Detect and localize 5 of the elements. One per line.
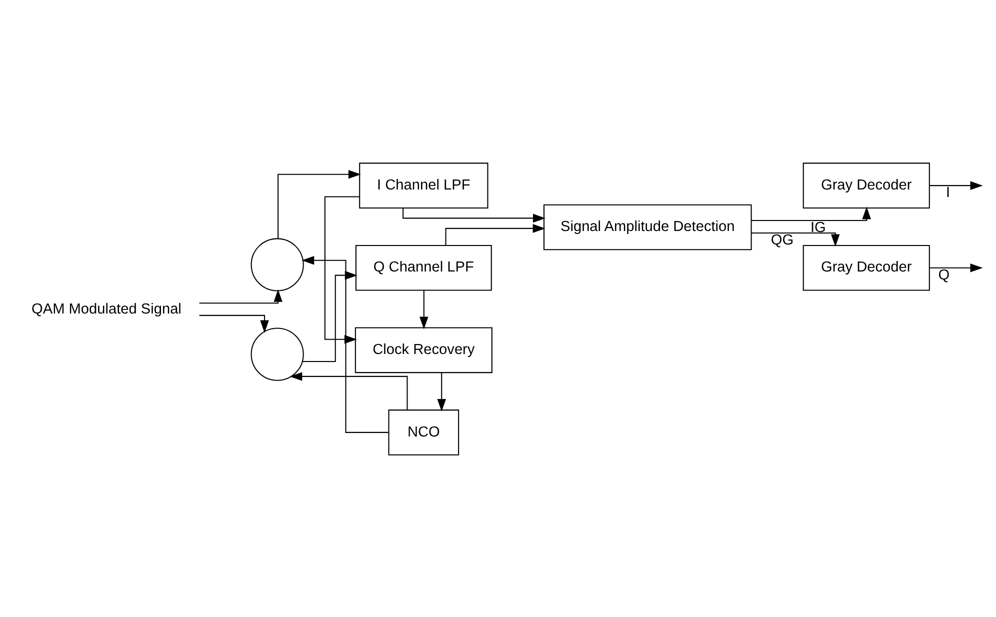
node-text: QAM Modulated Signal bbox=[32, 300, 182, 317]
edge-label: IG bbox=[810, 220, 826, 236]
edge-label: I bbox=[946, 184, 950, 201]
edge-label: QG bbox=[770, 232, 794, 248]
edge-label: Q bbox=[938, 267, 950, 284]
